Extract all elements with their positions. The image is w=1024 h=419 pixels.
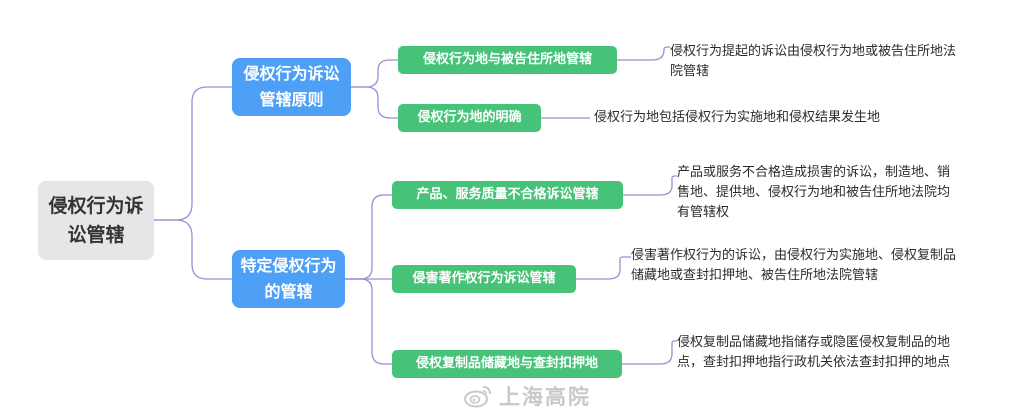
weibo-icon: [464, 386, 491, 408]
topic-node-product-quality[interactable]: 产品、服务质量不合格诉讼管辖: [392, 181, 623, 209]
topic-node-tort-place-and-domicile[interactable]: 侵权行为地与被告住所地管辖: [398, 46, 617, 74]
detail-text-tort-place-definition: 侵权行为地包括侵权行为实施地和侵权结果发生地: [594, 110, 881, 125]
watermark-text: 上海高院: [499, 385, 591, 409]
detail-text-copyright-infringement: 侵害著作权行为的诉讼，由侵权行为实施地、侵权复制品储藏地或查封扣押地、被告住所地…: [631, 248, 957, 283]
detail-text-storage-and-seizure: 侵权复制品储藏地指储存或隐匿侵权复制品的地点，查封扣押地指行政机关依法查封扣押的…: [677, 335, 951, 370]
connector-principles-to-child-2: [351, 86, 398, 119]
connector-leaf-3: [623, 175, 677, 196]
connector-root-to-special: [154, 219, 232, 280]
connector-special-to-child-1: [345, 194, 392, 280]
detail-text-product-quality: 产品或服务不合格造成损害的诉讼，制造地、销售地、提供地、侵权行为地和被告住所地法…: [677, 165, 951, 220]
connector-leaf-4: [576, 256, 631, 280]
detail-text-tort-place-and-domicile: 侵权行为提起的诉讼由侵权行为地或被告住所地法院管辖: [670, 44, 957, 79]
branch-node-principles[interactable]: 侵权行为诉讼管辖原则: [232, 58, 351, 116]
connector-special-to-child-3: [345, 278, 392, 365]
branch-node-special[interactable]: 特定侵权行为的管辖: [232, 250, 345, 308]
connector-leaf-5: [622, 340, 677, 365]
watermark: 上海高院: [463, 380, 623, 412]
connector-root-to-principles: [154, 86, 232, 221]
topic-node-copyright-infringement[interactable]: 侵害著作权行为诉讼管辖: [392, 265, 576, 293]
connector-principles-to-child-1: [351, 59, 398, 88]
topic-node-storage-and-seizure[interactable]: 侵权复制品储藏地与查封扣押地: [392, 350, 622, 378]
topic-node-tort-place-definition[interactable]: 侵权行为地的明确: [398, 104, 541, 132]
root-node[interactable]: 侵权行为诉讼管辖: [38, 181, 154, 260]
connector-leaf-1: [617, 46, 670, 61]
